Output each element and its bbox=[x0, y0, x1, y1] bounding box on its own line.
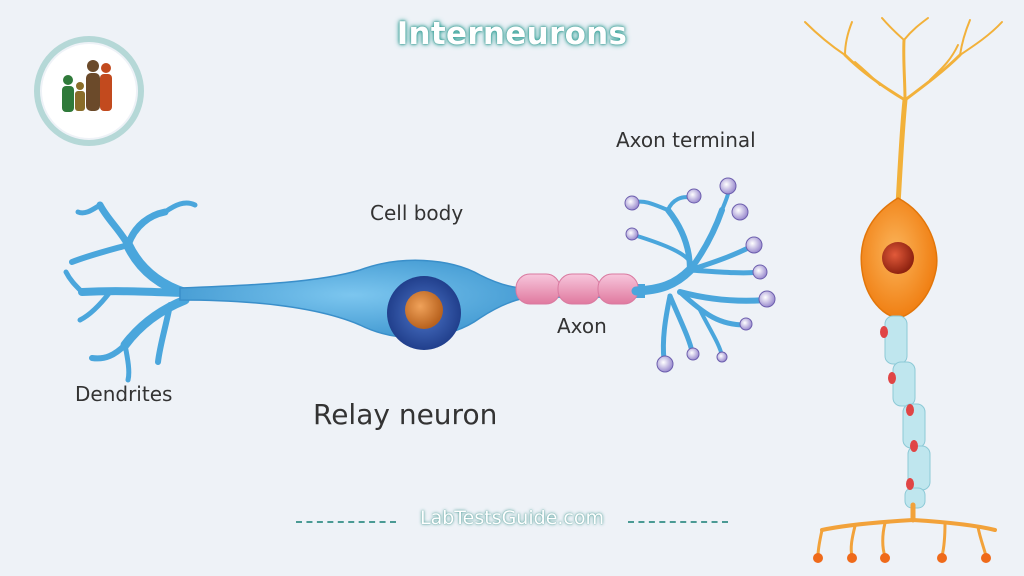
logo-figures bbox=[34, 36, 144, 146]
axon bbox=[515, 273, 645, 305]
label-axon: Axon bbox=[557, 314, 607, 338]
watermark-dash-left bbox=[296, 521, 396, 523]
watermark-dash-right bbox=[628, 521, 728, 523]
interneuron-axon-terminal bbox=[816, 502, 997, 558]
interneuron-axon bbox=[880, 315, 931, 509]
cell-body bbox=[179, 259, 526, 339]
interneuron-terminal-bulbs bbox=[813, 553, 991, 563]
label-axon-terminal: Axon terminal bbox=[616, 128, 756, 152]
label-dendrites: Dendrites bbox=[75, 382, 173, 406]
synaptic-bulbs bbox=[624, 177, 776, 373]
watermark-text: LabTestsGuide.com bbox=[419, 507, 605, 529]
page-title: Interneurons bbox=[396, 16, 628, 52]
nucleus bbox=[387, 276, 461, 350]
dendrites-left bbox=[63, 200, 198, 383]
interneuron-soma bbox=[860, 197, 938, 319]
interneuron-dendrites bbox=[804, 17, 1003, 208]
label-cell-body: Cell body bbox=[370, 201, 464, 225]
label-relay-neuron: Relay neuron bbox=[313, 398, 498, 431]
